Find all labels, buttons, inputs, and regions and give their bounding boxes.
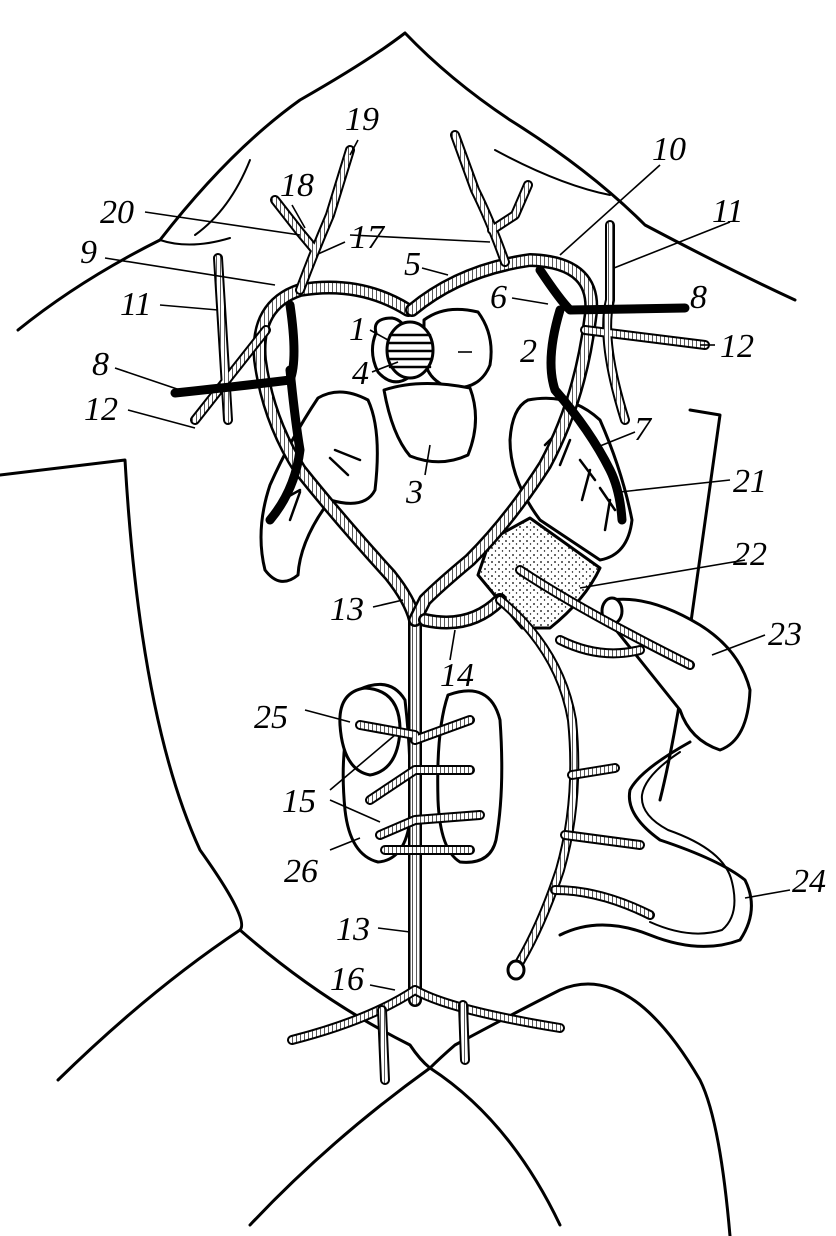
label-19: 19 bbox=[345, 101, 379, 138]
intestine-inner bbox=[640, 751, 736, 935]
stomach bbox=[610, 597, 752, 752]
label-5: 5 bbox=[404, 246, 421, 283]
label-20: 20 bbox=[100, 194, 134, 231]
label-26: 26 bbox=[284, 853, 318, 890]
label-25: 25 bbox=[254, 699, 288, 736]
label-14: 14 bbox=[440, 657, 474, 694]
right-lung bbox=[508, 396, 634, 562]
label-11-left: 11 bbox=[120, 286, 151, 323]
label-13-lower: 13 bbox=[336, 911, 370, 948]
label-15: 15 bbox=[282, 783, 316, 820]
conus-stripes bbox=[386, 333, 434, 369]
label-18: 18 bbox=[280, 167, 314, 204]
label-16: 16 bbox=[330, 961, 364, 998]
ventricle bbox=[382, 382, 478, 464]
label-23: 23 bbox=[768, 616, 802, 653]
right-atrium bbox=[422, 307, 493, 390]
label-10: 10 bbox=[652, 131, 686, 168]
label-13-upper: 13 bbox=[330, 591, 364, 628]
label-3: 3 bbox=[405, 474, 423, 511]
leader-lines bbox=[104, 139, 791, 991]
label-11-right: 11 bbox=[712, 193, 743, 230]
heart bbox=[371, 307, 493, 464]
label-4: 4 bbox=[352, 355, 369, 392]
label-17: 17 bbox=[350, 219, 386, 256]
pulmocutaneous-arteries bbox=[170, 265, 690, 525]
label-8-right: 8 bbox=[690, 279, 707, 316]
vessel-cut-end bbox=[506, 959, 526, 981]
label-6: 6 bbox=[490, 279, 507, 316]
label-7: 7 bbox=[634, 411, 653, 448]
label-8-left: 8 bbox=[92, 346, 109, 383]
label-22: 22 bbox=[733, 536, 767, 573]
label-21: 21 bbox=[733, 463, 767, 500]
intestine bbox=[558, 740, 753, 948]
label-1: 1 bbox=[349, 311, 366, 348]
number-labels: 1 2 3 4 5 6 7 8 8 9 10 11 11 12 12 13 13… bbox=[80, 101, 826, 998]
label-9: 9 bbox=[80, 234, 97, 271]
label-12-right: 12 bbox=[720, 328, 754, 365]
label-2: 2 bbox=[520, 333, 537, 370]
left-lung-vessel-twigs bbox=[280, 448, 362, 522]
label-24: 24 bbox=[792, 863, 826, 900]
small-arteries bbox=[190, 130, 710, 920]
label-12-left: 12 bbox=[84, 391, 118, 428]
